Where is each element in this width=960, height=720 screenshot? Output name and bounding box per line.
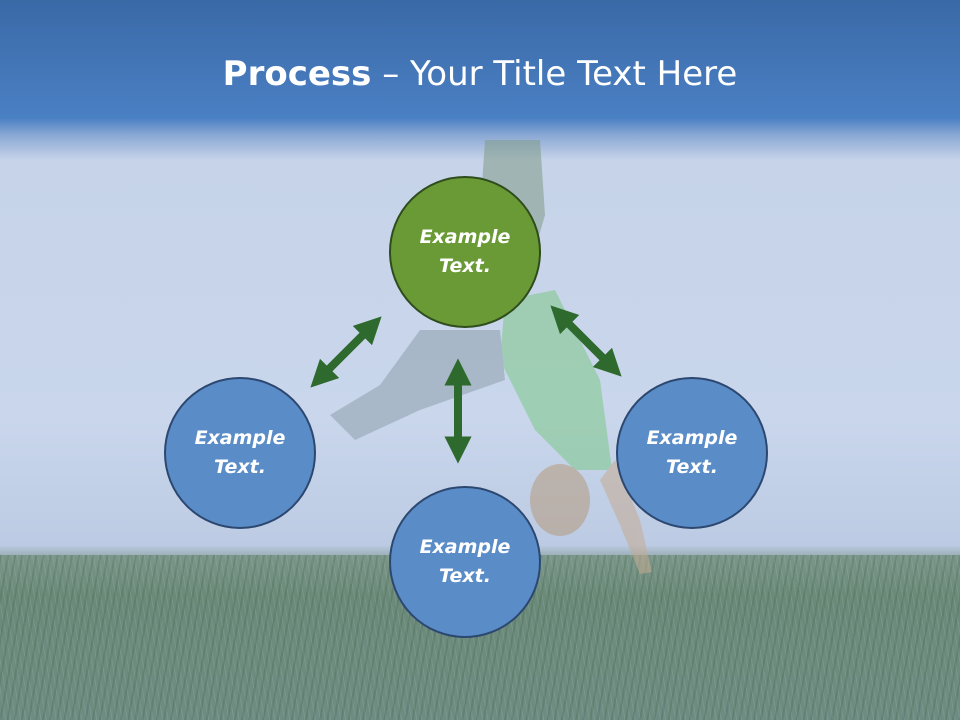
node-top[interactable]: Example Text. (389, 176, 541, 328)
title-bold: Process (222, 54, 372, 94)
title-rest: Your Title Text Here (410, 54, 738, 94)
arrow-top-right (550, 305, 622, 377)
arrow-top-left (310, 316, 382, 388)
node-right[interactable]: Example Text. (616, 377, 768, 529)
title-separator: – (371, 54, 411, 94)
slide-title: Process – Your Title Text Here (0, 52, 960, 96)
node-bottom[interactable]: Example Text. (389, 486, 541, 638)
node-left[interactable]: Example Text. (164, 377, 316, 529)
